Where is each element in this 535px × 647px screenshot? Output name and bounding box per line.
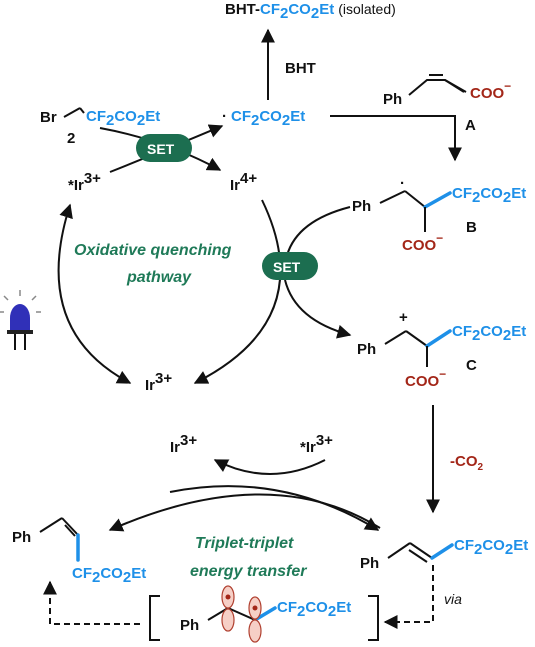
compound-b-radical-dot: · bbox=[400, 175, 405, 192]
z-alkene-product: Ph CF2CO2Et bbox=[12, 517, 146, 586]
z-product-ester: CF2CO2Et bbox=[72, 565, 146, 586]
compound-b-label: B bbox=[466, 219, 477, 236]
compound-b-ph: Ph bbox=[352, 198, 371, 215]
compound-c-label: C bbox=[466, 357, 477, 374]
reagent-2: Br CF2CO2Et 2 bbox=[40, 107, 160, 147]
set-arc-c bbox=[284, 279, 352, 339]
set-label-top: SET bbox=[147, 141, 175, 157]
compound-c-ph: Ph bbox=[357, 341, 376, 358]
reduction-arc bbox=[193, 199, 282, 384]
excited-iridium-energy: *Ir3+ bbox=[300, 432, 333, 456]
isomerization-arrow bbox=[108, 493, 381, 532]
excited-iridium: *Ir3+ bbox=[68, 170, 101, 194]
triplet-biradical: Ph CF2CO2Et bbox=[149, 585, 379, 643]
compound-b-carboxylate: COO− bbox=[402, 231, 443, 254]
isomer-dashed-arrow bbox=[43, 580, 140, 625]
set-label-right: SET bbox=[273, 259, 301, 275]
difluoro-radical: ·CF2CO2Et bbox=[222, 108, 305, 129]
compound-a-carboxylate: COO− bbox=[470, 79, 511, 102]
co2-loss-label: -CO2 bbox=[450, 453, 484, 473]
reagent-ester: CF2CO2Et bbox=[86, 108, 160, 129]
compound-a-label: A bbox=[465, 117, 476, 134]
compound-b-ester: CF2CO2Et bbox=[452, 185, 526, 206]
compound-b: Ph · CF2CO2Et COO− B bbox=[352, 175, 526, 254]
energy-release-arrow bbox=[213, 459, 326, 475]
blue-led-icon bbox=[0, 290, 41, 350]
compound-c-carboxylate: COO− bbox=[405, 367, 446, 390]
via-label: via bbox=[444, 591, 462, 607]
energy-label-1: Triplet-triplet bbox=[195, 535, 294, 552]
compound-a: Ph COO− A bbox=[383, 74, 511, 134]
biradical-ph: Ph bbox=[180, 617, 199, 634]
z-product-ph: Ph bbox=[12, 529, 31, 546]
compound-c-cation: + bbox=[399, 309, 408, 326]
iridium-4: Ir4+ bbox=[230, 170, 257, 194]
bht-adduct: BHT-CF2CO2Et(isolated) bbox=[225, 1, 396, 22]
e-alkene-product: Ph CF2CO2Et bbox=[360, 537, 528, 572]
bromo-reagent: Br bbox=[40, 109, 57, 126]
excitation-arc bbox=[57, 203, 132, 384]
set-badge-right bbox=[262, 252, 318, 280]
pathway-label-1: Oxidative quenching bbox=[74, 242, 232, 259]
iridium-3-energy: Ir3+ bbox=[170, 432, 197, 456]
e-product-ester: CF2CO2Et bbox=[454, 537, 528, 558]
reagent-number: 2 bbox=[67, 130, 75, 147]
iridium-3-cycle: Ir3+ bbox=[145, 370, 172, 394]
compound-c-ester: CF2CO2Et bbox=[452, 323, 526, 344]
biradical-ester: CF2CO2Et bbox=[277, 599, 351, 620]
set-badge-top bbox=[136, 134, 192, 162]
pathway-label-2: pathway bbox=[126, 269, 192, 286]
e-product-ph: Ph bbox=[360, 555, 379, 572]
compound-c: Ph + CF2CO2Et COO− C bbox=[357, 309, 526, 390]
radical-addition-arrow bbox=[330, 115, 462, 162]
sensitization-arrow bbox=[169, 485, 380, 531]
energy-label-2: energy transfer bbox=[190, 563, 307, 580]
via-dashed-arrow bbox=[383, 565, 434, 629]
bht-label: BHT bbox=[285, 60, 316, 77]
compound-a-ph: Ph bbox=[383, 91, 402, 108]
